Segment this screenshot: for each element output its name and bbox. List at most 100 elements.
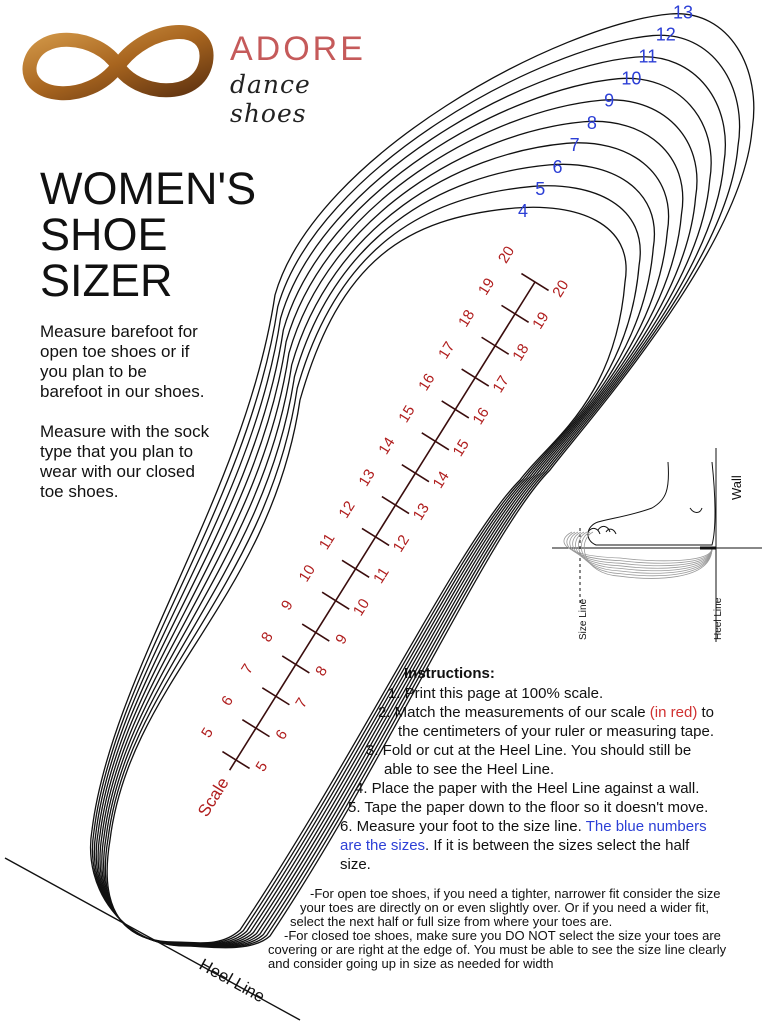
toes-outline [587, 525, 617, 535]
size-label: 11 [639, 47, 658, 67]
scale-tick [241, 718, 270, 738]
side-diagram: Wall Size Line Heel Line [552, 448, 762, 642]
scale-tick-label-left: 18 [455, 307, 478, 330]
scale-tick-label-left: 10 [296, 562, 319, 585]
size-outline-9 [97, 99, 698, 947]
scale-tick-label-left: 11 [316, 530, 339, 552]
scale-tick [421, 432, 450, 451]
scale-tick [401, 464, 430, 483]
intro-barefoot: Measure barefoot for open toe shoes or i… [40, 322, 250, 402]
sole-outline [583, 531, 713, 579]
scale-tick-label-left: 20 [495, 243, 518, 266]
size-label: 10 [621, 69, 641, 89]
intro-line: toe shoes. [40, 482, 119, 501]
scale-tick [361, 527, 390, 547]
scale-tick-label-right: 6 [272, 727, 291, 743]
scale-tick [321, 591, 350, 610]
note-line: -For open toe shoes, if you need a tight… [310, 886, 721, 901]
title-line-2: SHOE [40, 209, 168, 260]
note-line: and consider going up in size as needed … [268, 956, 554, 971]
scale-tick-label-right: 8 [312, 663, 331, 679]
heel-line-label: Heel Line [196, 955, 268, 1006]
scale-tick-label-left: 12 [336, 498, 359, 521]
scale-tick-label-left: 9 [278, 597, 297, 613]
scale-tick-label-left: 13 [355, 466, 378, 489]
size-outline-13 [90, 13, 755, 949]
sole-outline [563, 531, 713, 562]
scale-tick-label-right: 15 [450, 436, 473, 459]
page-title: WOMEN'S SHOE SIZER [40, 166, 256, 304]
size-label: 6 [552, 157, 562, 177]
size-label: 8 [587, 113, 597, 133]
scale-tick-label-right: 7 [292, 695, 311, 711]
size-outline-10 [95, 77, 712, 947]
scale-tick [381, 495, 410, 515]
scale-tick [461, 368, 490, 387]
intro-sock: Measure with the sock type that you plan… [40, 422, 250, 502]
scale-tick [441, 400, 470, 419]
sole-outline [566, 531, 713, 564]
size-line-label: Size Line [578, 598, 589, 640]
note-line: your toes are directly on or even slight… [300, 900, 709, 915]
scale-tick-label-left: 17 [435, 339, 458, 362]
intro-line: Measure with the sock [40, 422, 210, 441]
scale-tick-label-right: 11 [370, 564, 393, 586]
size-label: 9 [604, 91, 614, 111]
size-outline-6 [102, 163, 656, 945]
scale-tick-label-right: 5 [252, 759, 271, 775]
sole-outline [575, 531, 713, 572]
size-label: 7 [570, 135, 580, 155]
scale-tick-label-right: 14 [430, 468, 453, 491]
intro-line: barefoot in our shoes. [40, 382, 205, 401]
sole-outline [581, 531, 713, 577]
scale-tick-label-left: 8 [258, 629, 277, 645]
scale-tick-label-right: 18 [509, 341, 532, 364]
sole-outline [572, 531, 713, 569]
wall-label: Wall [729, 475, 744, 500]
scale-tick-label-right: 16 [469, 405, 492, 428]
scale-tick [301, 623, 330, 642]
scale-tick-label-left: 19 [475, 275, 498, 298]
scale-tick [341, 559, 370, 578]
brand-logo: ADORE dance shoes [18, 14, 363, 128]
scale-tick-label-right: 12 [390, 532, 413, 555]
brand-tagline: dance shoes [230, 70, 311, 128]
intro-line: type that you plan to [40, 442, 194, 461]
intro-line: Measure barefoot for [40, 322, 198, 341]
sole-outline [578, 531, 713, 574]
intro-line: open toe shoes or if [40, 342, 190, 361]
intro-line: you plan to be [40, 362, 147, 381]
scale-tick-label-right: 9 [332, 631, 351, 647]
size-outline-11 [93, 56, 726, 948]
scale-label: Scale [194, 774, 233, 820]
size-outline-12 [91, 34, 741, 948]
size-label: 5 [535, 179, 545, 199]
scale-tick [222, 750, 250, 770]
scale-axis [228, 281, 536, 771]
scale-tick-label-left: 6 [218, 693, 237, 709]
scale-tick [261, 687, 290, 706]
brand-name: ADORE [230, 30, 366, 68]
size-label: 12 [656, 25, 676, 45]
scale-tick-label-right: 17 [489, 373, 512, 396]
size-outline-8 [99, 120, 684, 946]
scale-tick [521, 272, 549, 292]
title-line-3: SIZER [40, 255, 173, 306]
scale-tick-label-right: 10 [350, 596, 373, 619]
scale-tick [501, 304, 530, 324]
scale-tick-label-left: 15 [395, 403, 418, 426]
note-line: select the next half or full size from w… [290, 914, 613, 929]
note-line: -For closed toe shoes, make sure you DO … [284, 928, 721, 943]
scale-tick-label-right: 13 [410, 500, 433, 523]
size-outlines [90, 13, 755, 949]
scale-tick-label-right: 20 [549, 277, 572, 300]
heel-line [4, 857, 301, 1021]
scale-tick [481, 336, 510, 355]
scale-tick-label-left: 5 [198, 725, 217, 741]
scale-tick-label-right: 19 [529, 309, 552, 332]
foot-outline [587, 461, 716, 546]
scale-tick-label-left: 16 [415, 371, 438, 394]
size-label: 13 [673, 3, 693, 23]
scale-tick-label-left: 14 [375, 434, 398, 457]
